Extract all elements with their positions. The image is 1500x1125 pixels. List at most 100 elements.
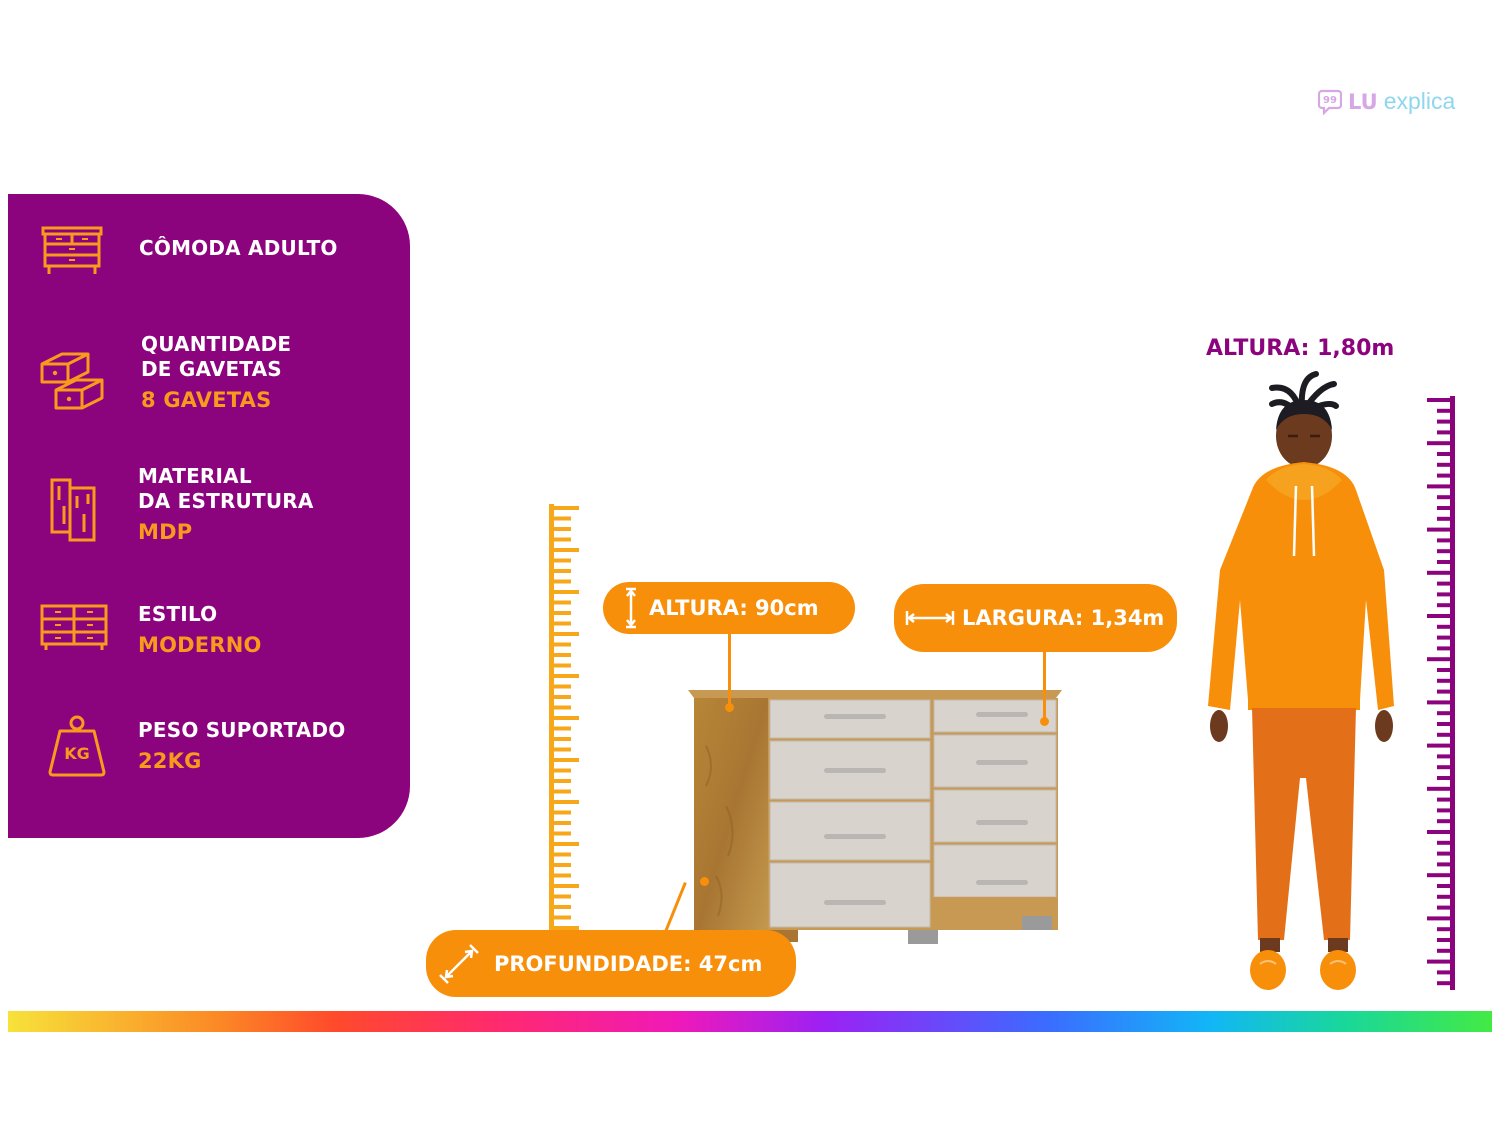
ruler-tick	[549, 737, 571, 741]
ruler-tick	[1427, 743, 1455, 748]
info-value: MDP	[138, 520, 193, 544]
ruler-tick	[549, 905, 571, 909]
ruler-tick	[1427, 873, 1455, 878]
ruler-tick	[549, 527, 571, 531]
ruler-tick	[1437, 635, 1455, 640]
ruler-tick	[549, 611, 571, 615]
ruler-tick	[549, 852, 571, 857]
info-value: 8 GAVETAS	[141, 388, 272, 412]
ruler-tick	[1437, 592, 1455, 597]
ruler-tick	[549, 800, 579, 804]
ruler-tick	[1437, 506, 1455, 510]
ruler-tick	[1437, 948, 1455, 953]
ruler-tick	[549, 600, 571, 605]
drawers-icon	[40, 352, 104, 410]
ruler-tick	[1437, 732, 1455, 737]
ruler-tick	[549, 747, 571, 752]
ruler-tick	[1427, 786, 1455, 791]
ruler-tick	[1437, 797, 1455, 802]
brand-explica: explica	[1383, 88, 1456, 114]
ruler-tick	[1437, 862, 1455, 867]
depth-callout: PROFUNDIDADE: 47cm	[426, 930, 796, 997]
ruler-tick	[1427, 700, 1455, 705]
ruler-tick	[1437, 516, 1455, 521]
info-label-line1: QUANTIDADE	[141, 332, 292, 356]
ruler-tick	[549, 695, 571, 699]
ruler-tick	[1427, 570, 1455, 575]
ruler-tick	[549, 768, 571, 773]
orange-ruler	[549, 504, 579, 930]
info-value: 22KG	[138, 749, 202, 773]
ruler-tick	[549, 621, 571, 626]
ruler-tick	[1427, 614, 1455, 618]
ruler-tick	[1437, 808, 1455, 813]
depth-text: PROFUNDIDADE: 47cm	[494, 951, 763, 976]
ruler-tick	[1437, 938, 1455, 942]
ruler-tick	[1437, 549, 1455, 554]
ruler-tick	[1437, 668, 1455, 672]
width-leader	[1043, 652, 1046, 720]
ruler-tick	[549, 558, 571, 563]
height-callout: ALTURA: 90cm	[603, 582, 855, 634]
ruler-tick	[1437, 495, 1455, 500]
ruler-tick	[1427, 398, 1455, 402]
product-info-panel: CÔMODA ADULTO QUANTIDADE DE GAVETAS 8 GA…	[8, 194, 410, 838]
info-label-line1: MATERIAL	[138, 464, 252, 488]
weight-glyph: KG	[64, 744, 90, 763]
ruler-tick	[1437, 722, 1455, 726]
wood-planks-icon	[50, 478, 96, 542]
info-label: MATERIAL DA ESTRUTURA MDP	[138, 464, 314, 545]
ruler-tick	[1437, 711, 1455, 716]
person-height-label: ALTURA: 1,80m	[1206, 336, 1395, 361]
info-row-material: MATERIAL DA ESTRUTURA MDP	[8, 462, 408, 552]
ruler-tick	[549, 579, 571, 584]
purple-ruler	[1427, 396, 1455, 990]
ruler-tick	[1437, 819, 1455, 824]
ruler-tick	[549, 590, 579, 594]
ruler-tick	[549, 926, 579, 930]
ruler-tick	[1437, 419, 1455, 424]
svg-text:99: 99	[1323, 95, 1337, 106]
ruler-tick	[549, 842, 579, 846]
dresser-illustration	[688, 690, 1062, 944]
ruler-tick	[1437, 970, 1455, 975]
depth-leader-dot	[700, 877, 709, 886]
weight-kg-icon: KG	[48, 715, 106, 777]
ruler-tick	[549, 653, 571, 657]
ruler-tick	[1437, 452, 1455, 456]
ruler-tick	[549, 632, 579, 636]
info-label: PESO SUPORTADO 22KG	[138, 718, 345, 774]
person-figure	[1208, 371, 1394, 990]
ruler-tick	[549, 674, 579, 678]
ruler-tick	[549, 831, 571, 836]
info-label: ESTILO MODERNO	[138, 602, 262, 658]
ruler-tick	[1437, 408, 1455, 413]
ruler-tick	[1437, 689, 1455, 694]
ruler-tick	[549, 726, 571, 731]
ruler-tick	[549, 663, 571, 668]
ruler-tick	[549, 506, 579, 510]
ruler-tick	[549, 810, 571, 815]
ruler-tick	[549, 642, 571, 647]
ruler-tick	[1437, 581, 1455, 586]
ruler-tick	[1427, 484, 1455, 489]
ruler-tick	[1437, 560, 1455, 564]
ruler-tick	[549, 789, 571, 794]
ruler-tick	[549, 548, 579, 552]
info-label-line1: ESTILO	[138, 602, 218, 626]
ruler-tick	[1437, 754, 1455, 759]
ruler-tick	[1437, 981, 1455, 986]
ruler-tick	[549, 821, 571, 825]
ruler-tick	[1427, 527, 1455, 532]
ruler-tick	[1427, 916, 1455, 921]
brand-lu: LU	[1348, 89, 1378, 114]
ruler-tick	[1437, 473, 1455, 478]
ruler-tick	[1437, 894, 1455, 899]
brand-logo: 99 LU explica	[1318, 88, 1455, 115]
info-label: CÔMODA ADULTO	[139, 236, 338, 260]
ruler-tick	[549, 884, 579, 888]
info-label-line2: DA ESTRUTURA	[138, 489, 314, 513]
ruler-tick	[1437, 884, 1455, 888]
ruler-tick	[1437, 538, 1455, 543]
speech-bubble-icon: 99	[1318, 89, 1342, 115]
